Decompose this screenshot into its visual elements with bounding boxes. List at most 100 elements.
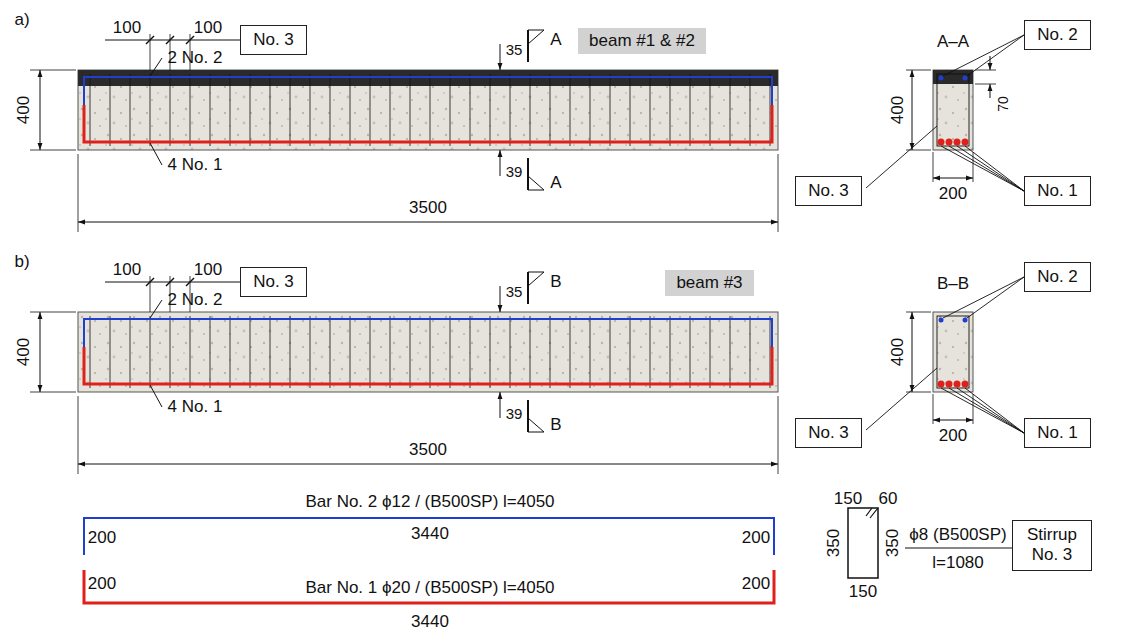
beam-tag: beam #3 <box>665 270 754 296</box>
dimension-line <box>78 222 778 223</box>
extension-line <box>778 154 779 232</box>
stirrup <box>190 74 191 146</box>
stirrup <box>130 74 131 146</box>
callout-box: No. 3 <box>240 267 307 297</box>
drawing-label: 39 <box>506 164 523 181</box>
leader-line <box>967 277 1024 318</box>
dimension-line <box>40 70 41 150</box>
stirrup <box>90 316 91 388</box>
stirrup <box>470 74 471 146</box>
drawing-label: 3500 <box>409 441 447 460</box>
bottom-bar-dot <box>962 139 969 146</box>
stirrup <box>590 74 591 146</box>
stirrup <box>670 316 671 388</box>
callout-box: No. 3 <box>240 25 307 55</box>
section-flag <box>528 272 544 286</box>
callout-text: No. 1 <box>1036 181 1079 201</box>
extension-line <box>30 392 76 393</box>
bottom-bar-dot <box>946 381 953 388</box>
callout-box: No. 2 <box>1024 20 1091 50</box>
drawing-label: 39 <box>506 406 523 423</box>
stirrup <box>750 74 751 146</box>
bottom-bar-dot <box>946 139 953 146</box>
drawing-label: 2 No. 2 <box>168 49 223 68</box>
stirrup <box>510 316 511 388</box>
stirrup <box>570 74 571 146</box>
bar-no1 <box>84 570 774 603</box>
dimension-tick <box>166 36 174 44</box>
drawing-label: B <box>550 273 561 292</box>
extension-line <box>30 150 76 151</box>
leader-line <box>965 388 1024 433</box>
top-bar <box>84 319 772 352</box>
stirrup <box>210 74 211 146</box>
drawing-label: 3440 <box>411 613 449 632</box>
extension-line <box>906 312 931 313</box>
stirrup <box>270 316 271 388</box>
drawing-label: 4 No. 1 <box>168 156 223 175</box>
stirrup <box>430 74 431 146</box>
beam-tag: beam #1 & #2 <box>578 28 706 54</box>
drawing-label: A <box>550 31 561 50</box>
stirrup <box>170 316 171 388</box>
callout-box: No. 3 <box>795 176 862 206</box>
bottom-bar-dot <box>938 139 945 146</box>
dimension-line <box>78 464 778 465</box>
dimension-tick <box>146 36 154 44</box>
drawing-label: 400 <box>889 338 908 366</box>
drawing-label: 100 <box>194 19 222 38</box>
drawing-label: 35 <box>506 42 523 59</box>
top-bar-dot <box>963 318 968 323</box>
drawing-label: Bar No. 2 ϕ12 / (B500SP) l=4050 <box>305 493 554 512</box>
stirrup <box>150 316 151 388</box>
callout-text: No. 3 <box>807 423 850 443</box>
stirrup <box>690 316 691 388</box>
stirrup <box>610 74 611 146</box>
cover-arrow <box>500 392 501 418</box>
stirrup <box>190 316 191 388</box>
drawing-label: 2 No. 2 <box>168 291 223 310</box>
stirrup <box>210 316 211 388</box>
bottom-bar <box>84 105 772 142</box>
extension-line <box>975 84 996 85</box>
drawing-label: 3500 <box>409 199 447 218</box>
leader-line <box>150 385 162 407</box>
drawing-label: 35 <box>506 284 523 301</box>
drawing-label: 400 <box>15 338 34 366</box>
drawing-label: 200 <box>939 185 967 204</box>
top-bar-dot <box>939 76 944 81</box>
drawing-label: B–B <box>937 275 969 294</box>
stirrup <box>530 74 531 146</box>
drawing-label: 350 <box>825 529 844 557</box>
drawing-label: a) <box>14 11 29 30</box>
bottom-bar-dot <box>954 139 961 146</box>
stirrup <box>630 74 631 146</box>
stirrup-hook <box>866 508 878 518</box>
stirrup <box>290 316 291 388</box>
stirrup <box>650 74 651 146</box>
stirrup <box>470 316 471 388</box>
cover-arrow <box>500 150 501 176</box>
callout-text: No. 3 <box>252 272 295 292</box>
section-flag <box>528 30 544 44</box>
stirrup <box>170 74 171 146</box>
bar-no2 <box>84 518 774 555</box>
leader-line <box>905 548 1012 549</box>
stirrup <box>550 74 551 146</box>
extension-line <box>906 70 931 71</box>
callout-text: beam #1 & #2 <box>588 31 696 51</box>
drawing-label: 70 <box>996 96 1011 112</box>
drawing-label: 150 <box>834 490 862 509</box>
drawing-label: 100 <box>113 19 141 38</box>
dimension-line <box>912 70 913 150</box>
dimension-tick <box>146 278 154 286</box>
stirrup <box>410 74 411 146</box>
dimension-line <box>912 312 913 392</box>
drawing-label: 200 <box>88 575 116 594</box>
stirrup <box>450 74 451 146</box>
stirrup <box>710 316 711 388</box>
drawing-label: 150 <box>849 583 877 602</box>
stirrup-shape <box>848 508 878 578</box>
leader-line <box>150 300 162 318</box>
stirrup <box>510 74 511 146</box>
